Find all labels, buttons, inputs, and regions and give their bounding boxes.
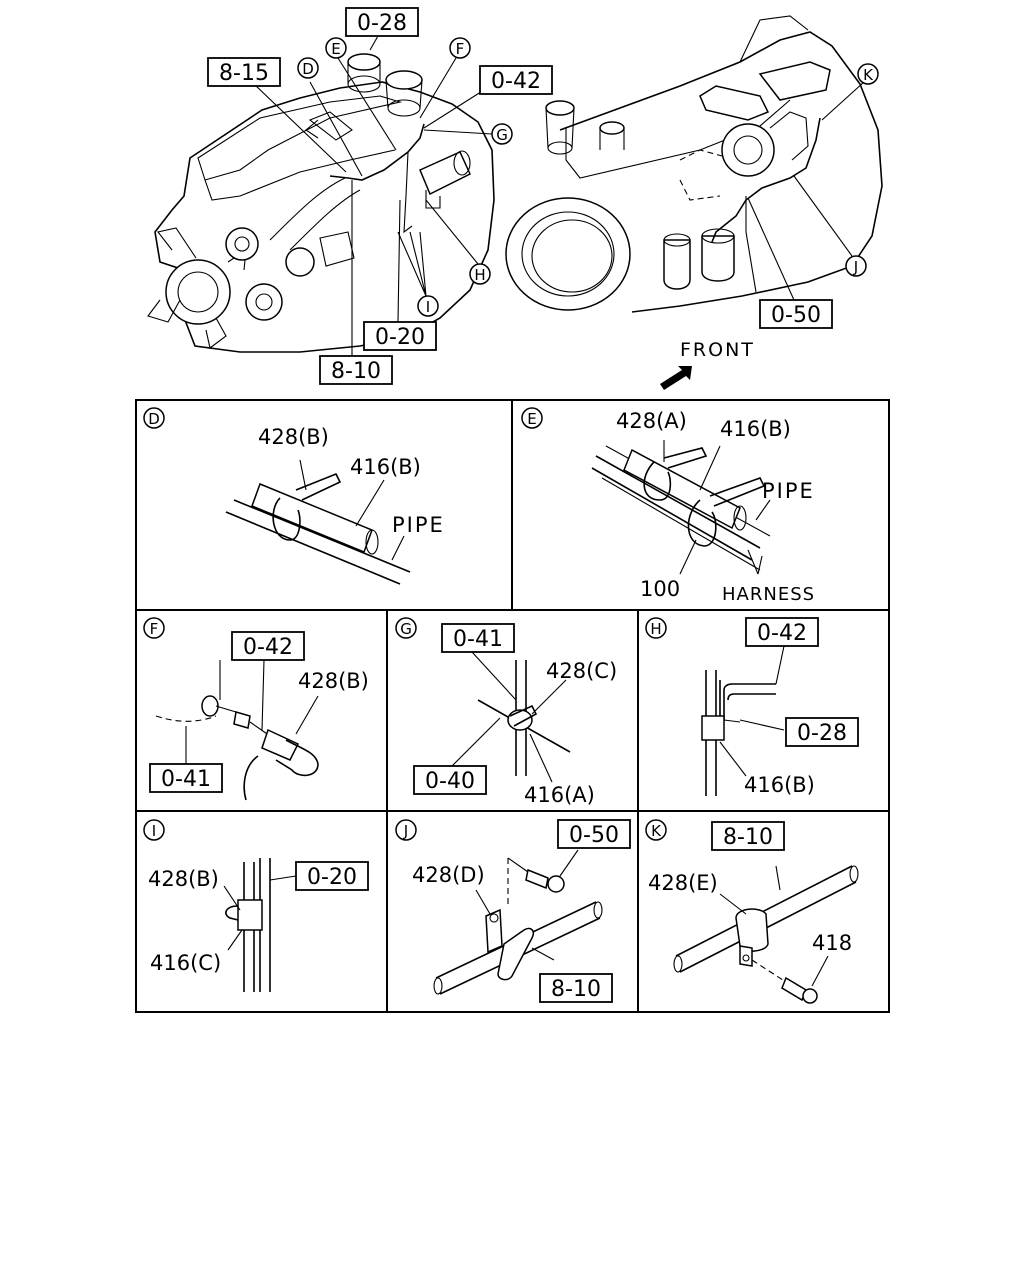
svg-text:J: J <box>403 822 408 840</box>
svg-text:E: E <box>527 410 536 428</box>
overview-callout-boxes: 0-28 8-15 0-42 0-20 8-10 0-50 <box>207 7 833 385</box>
svg-text:K: K <box>651 822 662 840</box>
panel-letter-g: G <box>395 617 417 639</box>
callout-box-0-28: 0-28 <box>345 7 419 37</box>
detail-panel-d: D 428(B) 416(B) PIPE <box>143 407 445 585</box>
svg-text:G: G <box>496 126 508 144</box>
detail-panel-j: J 0-50 8-10 428(D) <box>395 819 631 1003</box>
circle-letter-e: E <box>325 37 347 59</box>
overview-leader-lines <box>253 35 865 301</box>
label-416a: 416(A) <box>524 783 595 807</box>
detail-panel-i: I 0-20 428(B) 416(C) <box>143 819 369 992</box>
svg-text:H: H <box>650 620 661 638</box>
svg-text:H: H <box>474 266 485 284</box>
label-pipe: PIPE <box>392 513 445 537</box>
svg-text:0-41: 0-41 <box>453 627 503 652</box>
right-engine-illustration <box>505 15 883 313</box>
callout-box-8-10: 8-10 <box>319 355 393 385</box>
svg-text:F: F <box>456 40 465 58</box>
label-pipe-e: PIPE <box>762 479 815 503</box>
panel-j-box-8-10: 8-10 <box>539 973 613 1003</box>
panel-g-box-0-40: 0-40 <box>413 765 487 795</box>
panel-letter-j: J <box>395 819 417 841</box>
svg-text:8-10: 8-10 <box>331 359 381 384</box>
panel-h-box-0-42: 0-42 <box>745 617 819 647</box>
label-428a: 428(A) <box>616 409 687 433</box>
label-418: 418 <box>812 931 852 955</box>
panel-letter-e: E <box>521 407 543 429</box>
overview-circle-letters: D E F G H I J K <box>297 37 879 317</box>
svg-text:0-20: 0-20 <box>307 865 357 890</box>
label-428b-i: 428(B) <box>148 867 219 891</box>
panel-f-box-0-42: 0-42 <box>231 631 305 661</box>
svg-text:8-10: 8-10 <box>723 825 773 850</box>
svg-text:0-41: 0-41 <box>161 767 211 792</box>
panel-j-box-0-50: 0-50 <box>557 819 631 849</box>
circle-letter-i: I <box>417 295 439 317</box>
panel-h-box-0-28: 0-28 <box>785 717 859 747</box>
svg-text:G: G <box>400 620 412 638</box>
panel-letter-f: F <box>143 617 165 639</box>
panel-k-box-8-10: 8-10 <box>711 821 785 851</box>
label-416b-h: 416(B) <box>744 773 815 797</box>
circle-letter-d: D <box>297 57 319 79</box>
callout-box-0-50: 0-50 <box>759 299 833 329</box>
svg-text:I: I <box>426 298 430 316</box>
detail-panel-f: F 0-42 0-41 428(B) <box>143 617 369 801</box>
svg-text:D: D <box>148 410 160 428</box>
svg-text:0-28: 0-28 <box>797 721 847 746</box>
svg-text:K: K <box>863 66 874 84</box>
svg-text:8-15: 8-15 <box>219 61 269 86</box>
svg-text:0-42: 0-42 <box>243 635 293 660</box>
detail-panel-k: K 8-10 428(E) 418 <box>645 819 859 1004</box>
circle-letter-f: F <box>449 37 471 59</box>
panel-f-box-0-41: 0-41 <box>149 763 223 793</box>
circle-letter-j: J <box>845 255 867 277</box>
svg-text:F: F <box>150 620 159 638</box>
panel-letter-h: H <box>645 617 667 639</box>
callout-box-0-20: 0-20 <box>363 321 437 351</box>
svg-text:0-50: 0-50 <box>771 303 821 328</box>
svg-text:0-50: 0-50 <box>569 823 619 848</box>
label-428b: 428(B) <box>258 425 329 449</box>
label-428b-f: 428(B) <box>298 669 369 693</box>
panel-letter-k: K <box>645 819 667 841</box>
label-416c: 416(C) <box>150 951 221 975</box>
callout-box-8-15: 8-15 <box>207 57 281 87</box>
front-label: FRONT <box>680 339 755 361</box>
svg-text:0-20: 0-20 <box>375 325 425 350</box>
svg-text:0-42: 0-42 <box>757 621 807 646</box>
svg-text:D: D <box>302 60 314 78</box>
panel-letter-d: D <box>143 407 165 429</box>
label-416b: 416(B) <box>350 455 421 479</box>
circle-letter-g: G <box>491 123 513 145</box>
label-harness: HARNESS <box>722 584 815 605</box>
detail-panel-e: E 428(A) 416(B) PIPE 100 HARNESS <box>521 407 815 605</box>
left-engine-illustration <box>147 53 495 356</box>
svg-text:0-42: 0-42 <box>491 69 541 94</box>
circle-letter-k: K <box>857 63 879 85</box>
svg-text:I: I <box>152 822 156 840</box>
label-428e: 428(E) <box>648 871 718 895</box>
svg-text:8-10: 8-10 <box>551 977 601 1002</box>
circle-letter-h: H <box>469 263 491 285</box>
detail-grid <box>135 399 890 1013</box>
label-416b-e: 416(B) <box>720 417 791 441</box>
svg-text:0-40: 0-40 <box>425 769 475 794</box>
svg-text:0-28: 0-28 <box>357 11 407 36</box>
panel-letter-i: I <box>143 819 165 841</box>
label-100: 100 <box>640 577 680 601</box>
front-arrow: FRONT <box>660 339 755 390</box>
svg-text:J: J <box>853 258 858 276</box>
svg-text:E: E <box>331 40 340 58</box>
label-428d: 428(D) <box>412 863 485 887</box>
label-428c: 428(C) <box>546 659 617 683</box>
detail-panel-g: G 0-41 0-40 428(C) 416(A) <box>395 617 617 807</box>
panel-g-box-0-41: 0-41 <box>441 623 515 653</box>
callout-box-0-42: 0-42 <box>479 65 553 95</box>
detail-panel-h: H 0-42 0-28 416(B) <box>645 617 859 797</box>
panel-i-box-0-20: 0-20 <box>295 861 369 891</box>
